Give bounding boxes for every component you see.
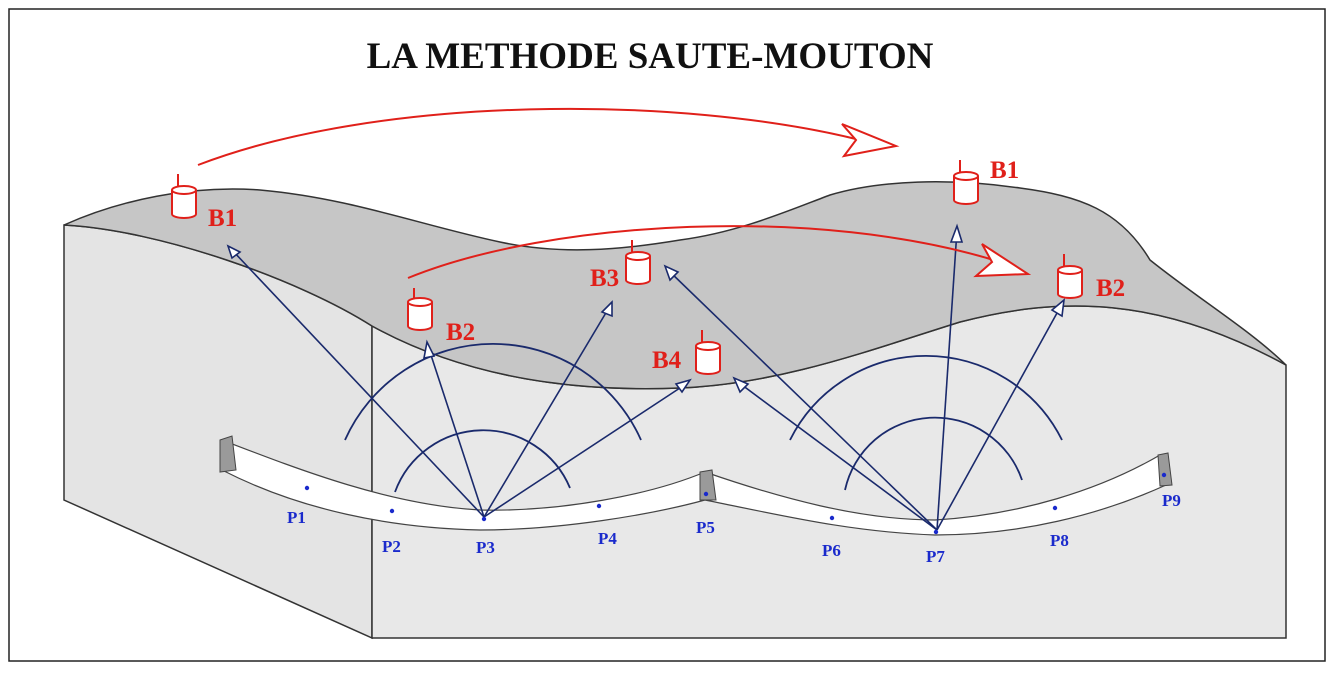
point-dot-p2: [389, 508, 395, 514]
beacon-cylinder-icon: [407, 302, 433, 331]
leapfrog-arrowhead-B2: [973, 243, 1032, 278]
beacon-label-b1: B1: [208, 205, 237, 232]
beacon-b2-station1: [407, 288, 433, 331]
point-dots: [304, 472, 1167, 535]
beacon-b1-station2: [953, 160, 979, 205]
leapfrog-arrow-B1: [197, 107, 861, 166]
beacon-b3-station1: [625, 240, 651, 285]
point-label-p4: P4: [598, 529, 617, 548]
gallery-end-left: [219, 435, 237, 473]
ground-surface: [63, 181, 1287, 390]
ray-p3-b4: [483, 383, 687, 518]
ray-arrowheads: [226, 223, 1066, 394]
leapfrog-arrowheads: [841, 123, 1032, 278]
point-label-p7: P7: [926, 547, 945, 566]
point-dot-p4: [596, 503, 602, 509]
point-label-p3: P3: [476, 538, 495, 557]
beacon-cylinder-icon: [171, 190, 197, 219]
point-label-p6: P6: [822, 541, 841, 560]
rays-from-p3: [231, 249, 687, 518]
wavefronts-p7: [789, 355, 1063, 491]
beacon-cylinder-top: [695, 341, 721, 351]
point-dot-p7: [933, 529, 939, 535]
beacon-label-b2: B2: [446, 319, 475, 346]
point-label-p9: P9: [1162, 491, 1181, 510]
beacon-label-b4: B4: [652, 347, 682, 374]
ray-p3-b1: [231, 249, 485, 518]
beacon-label-b2-second: B2: [1096, 275, 1125, 302]
gallery-end-right: [1157, 452, 1173, 487]
wavefront-p3-outer: [344, 342, 642, 441]
beacon-cylinder-icon: [625, 256, 651, 285]
leapfrog-arrows: [197, 107, 1001, 279]
beacon-label-b1-second: B1: [990, 157, 1019, 184]
leapfrog-arrow-B2: [407, 225, 1001, 279]
ray-p3-b3: [483, 305, 611, 518]
point-dot-p1: [304, 485, 310, 491]
ray-p7-b4: [737, 381, 938, 531]
beacon-cylinder-top: [953, 171, 979, 181]
beacon-cylinder-icon: [1057, 270, 1083, 299]
point-dot-p6: [829, 515, 835, 521]
ray-p7-b3: [667, 269, 938, 531]
point-dot-p8: [1052, 505, 1058, 511]
beacon-cylinder-icon: [953, 176, 979, 205]
point-label-p8: P8: [1050, 531, 1069, 550]
arrowhead-p7-b3: [663, 264, 680, 282]
beacon-b4-station1: [695, 330, 721, 375]
rays-from-p7: [667, 229, 1063, 531]
beacon-label-b3: B3: [590, 265, 619, 292]
wavefronts-p3: [344, 342, 642, 493]
beacon-cylinder-top: [407, 297, 433, 307]
ray-p7-b2: [936, 303, 1063, 531]
point-label-p2: P2: [382, 537, 401, 556]
gallery-pillar-p5: [699, 469, 717, 501]
arrowhead-p3-b4: [674, 378, 692, 394]
arrowhead-p3-b1: [226, 244, 242, 260]
arrowhead-p3-b3: [600, 300, 613, 318]
beacon-cylinder-top: [171, 185, 197, 195]
leapfrog-arrowhead-B1: [841, 123, 900, 158]
wavefront-p7-outer: [789, 355, 1063, 441]
beacon-cylinder-top: [1057, 265, 1083, 275]
arrowhead-p7-b1: [949, 223, 964, 243]
point-label-p1: P1: [287, 508, 306, 527]
point-dot-p9: [1161, 472, 1167, 478]
wavefront-p7-inner: [844, 416, 1023, 491]
arrowhead-p7-b2: [1050, 298, 1066, 318]
wavefront-p3-inner: [394, 429, 571, 493]
point-dot-p3: [481, 516, 487, 522]
arrowhead-p3-b2: [422, 339, 436, 360]
beacon-cylinder-icon: [695, 346, 721, 375]
arrowhead-p7-b4: [732, 376, 750, 394]
point-label-p5: P5: [696, 518, 715, 537]
page-title: LA METHODE SAUTE-MOUTON: [367, 36, 934, 77]
point-dot-p5: [703, 491, 709, 497]
beacon-b2-station2: [1057, 254, 1083, 299]
beacon-b1-station1: [171, 174, 197, 219]
ray-p7-b1: [936, 229, 958, 531]
ray-p3-b2: [427, 345, 485, 518]
beacon-cylinder-top: [625, 251, 651, 261]
